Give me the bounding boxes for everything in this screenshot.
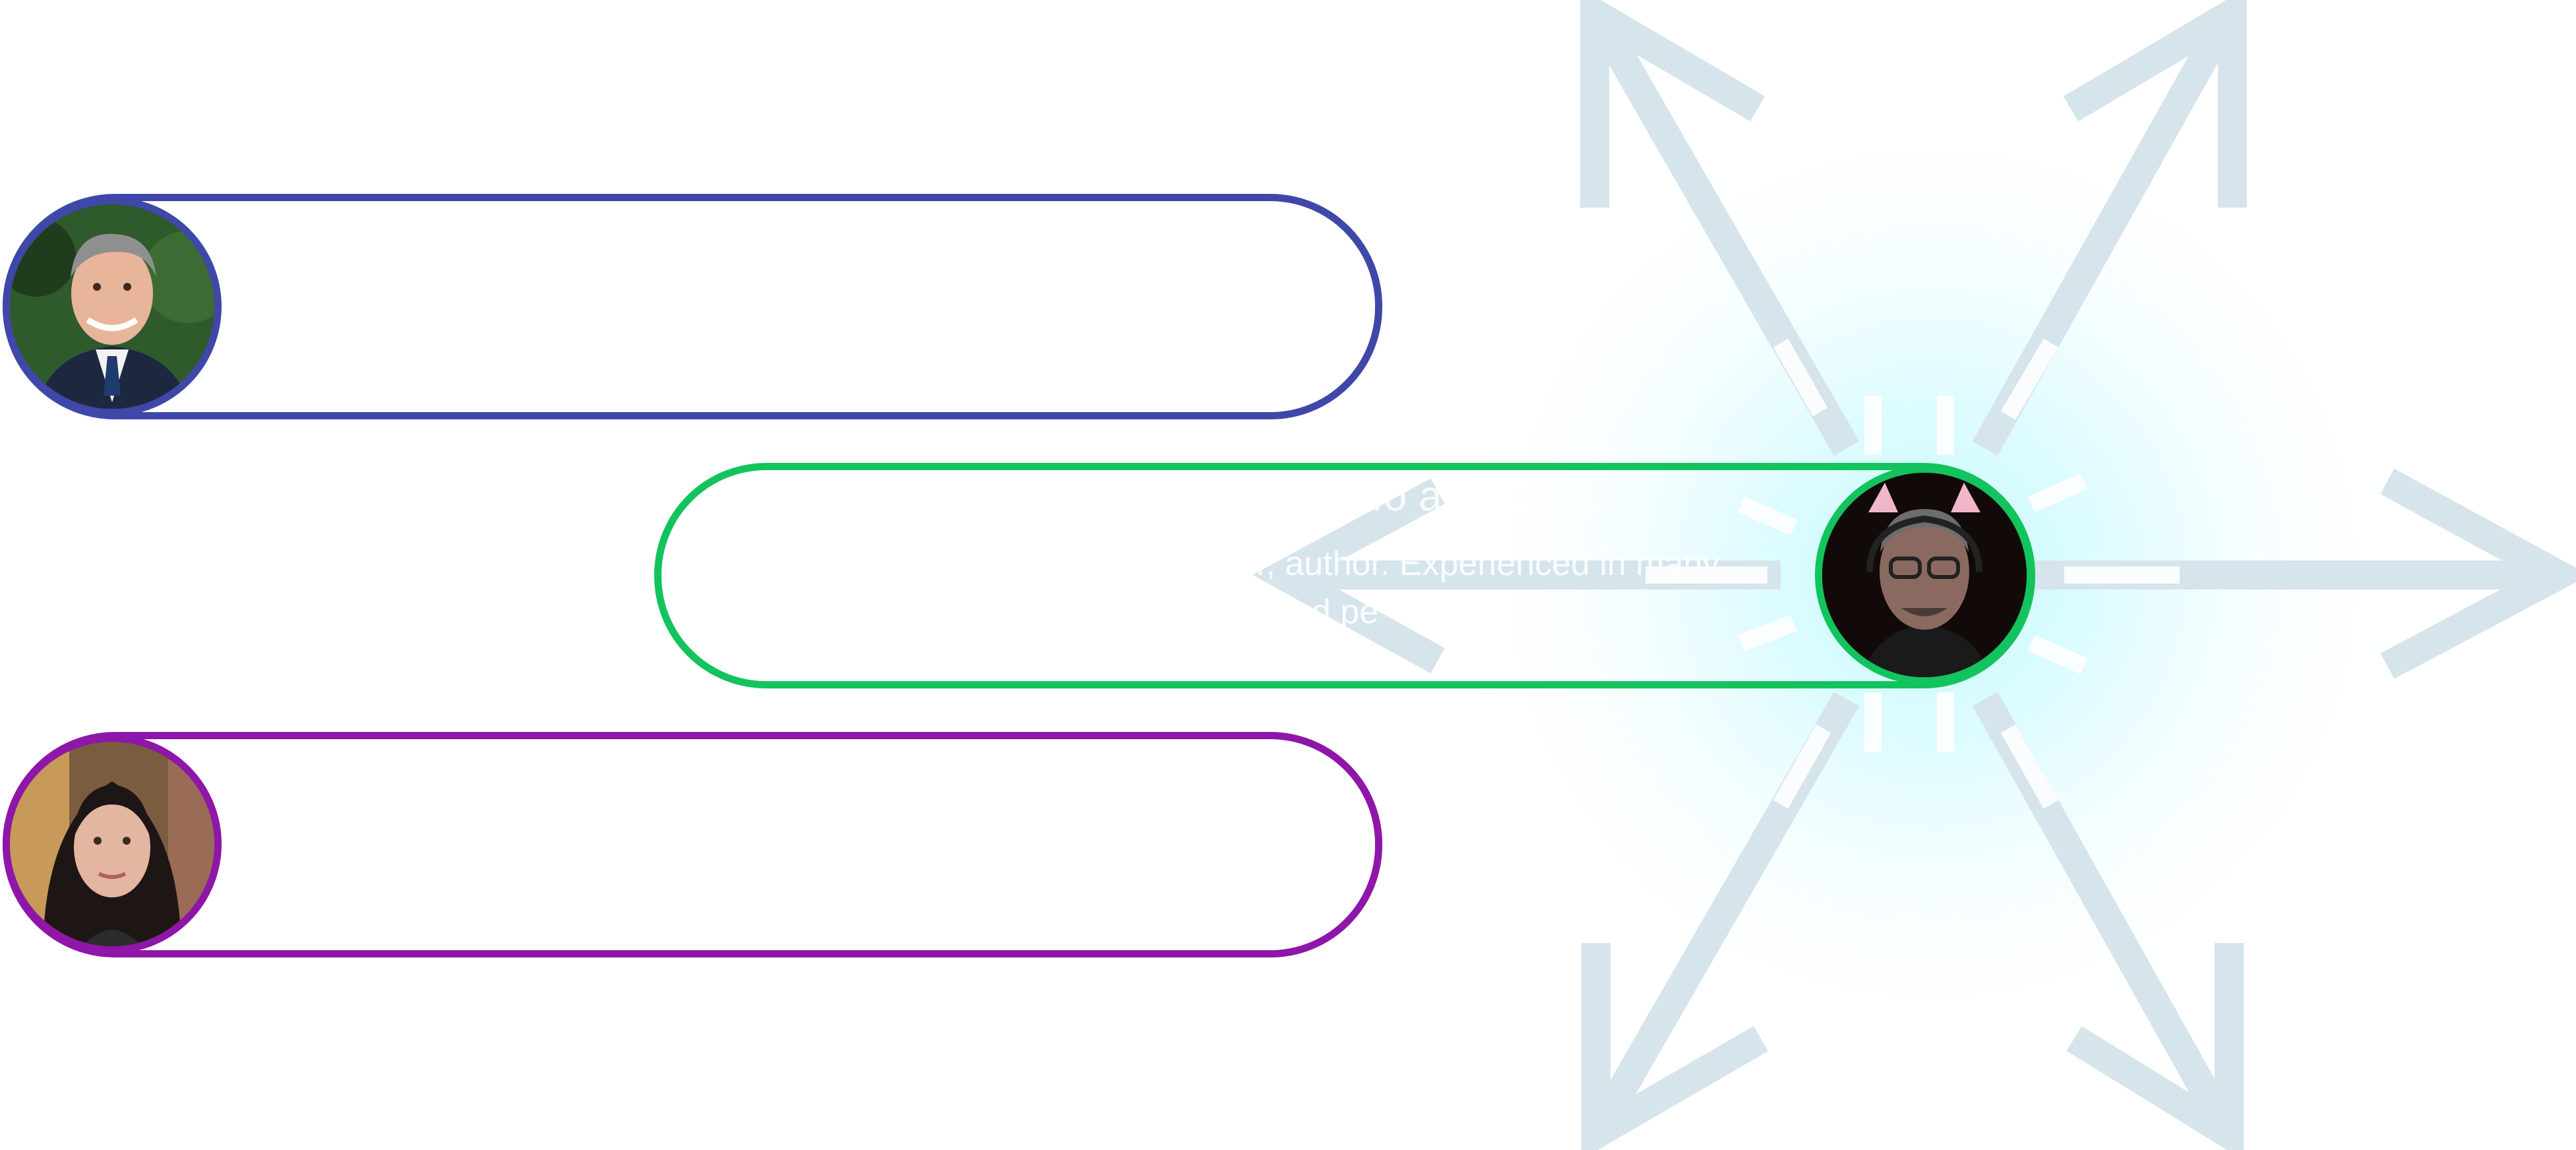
arrow-up-right-head [2063,0,2247,208]
arrow-left-head [1252,478,1445,674]
speaker-avatar-2 [1815,466,2034,684]
speaker-avatar-3 [3,735,222,953]
speaker-bio-line-2: nd pe [1293,593,1379,631]
speaker-bio-line-1: r, author. Experienced in many [1256,545,1720,583]
man-glasses-cat-ears-headset-photo [1822,473,2027,677]
arrow-down-left-head [1581,943,1769,1150]
spark-bars [1645,338,2180,809]
woman-dark-hair-photo [10,742,214,946]
man-smiling-suit-photo [10,204,214,409]
speaker-avatar-1 [3,197,222,416]
speaker-title-fragment: fo and CTO [1372,472,1589,520]
arrow-up-left-head [1580,0,1765,208]
arrow-right-head [2380,468,2576,679]
arrow-down-right-head [2066,943,2244,1150]
